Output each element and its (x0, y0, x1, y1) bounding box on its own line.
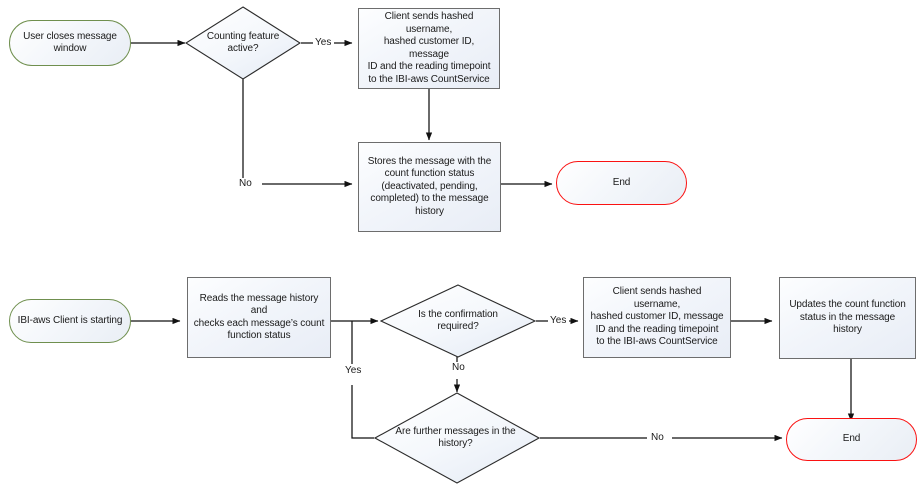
edge-label-confirmation-yes: Yes (549, 315, 568, 326)
node-end-client-flow[interactable]: End (786, 418, 917, 461)
edge-label-further-no: No (650, 432, 665, 443)
node-label: Client sends hashed username, hashed cus… (367, 11, 491, 85)
node-start-client-starting[interactable]: IBI-aws Client is starting (9, 299, 131, 343)
node-label: Client sends hashed username, hashed cus… (590, 286, 724, 348)
node-label: Reads the message history and checks eac… (193, 292, 325, 342)
wire-counting-no-to-store (242, 70, 352, 184)
edge-label-counting-yes: Yes (314, 37, 333, 48)
node-process-store-message[interactable]: Stores the message with the count functi… (358, 142, 501, 232)
node-process-send-count-service[interactable]: Client sends hashed username, hashed cus… (358, 8, 500, 89)
node-decision-confirmation-required[interactable]: Is the confirmation required? (380, 284, 536, 358)
node-process-read-history[interactable]: Reads the message history and checks eac… (187, 277, 331, 358)
edge-label-confirmation-no: No (451, 362, 466, 373)
node-end-close-flow[interactable]: End (556, 161, 687, 205)
diamond-shape (374, 392, 540, 484)
wire-further-yes-loop (351, 321, 374, 439)
node-label: End (612, 176, 631, 188)
node-label: Is the confirmation required? (418, 308, 498, 333)
node-label: Counting feature active? (206, 30, 280, 55)
edge-label-further-yes: Yes (344, 365, 363, 376)
node-decision-further-messages[interactable]: Are further messages in the history? (374, 392, 540, 484)
node-label: IBI-aws Client is starting (17, 314, 123, 326)
diamond-shape (185, 6, 301, 80)
node-label: End (842, 433, 861, 445)
node-label: Are further messages in the history? (395, 425, 516, 450)
node-process-send-count-service-2[interactable]: Client sends hashed username, hashed cus… (583, 277, 731, 358)
node-decision-counting-feature[interactable]: Counting feature active? (185, 6, 301, 80)
edge-label-counting-no: No (238, 178, 253, 189)
node-label: Updates the count function status in the… (789, 299, 906, 336)
node-label: User closes message window (23, 30, 117, 55)
node-label: Stores the message with the count functi… (367, 155, 492, 217)
node-start-user-closes[interactable]: User closes message window (9, 20, 131, 66)
node-process-update-status[interactable]: Updates the count function status in the… (779, 277, 916, 359)
diamond-shape (380, 284, 536, 358)
